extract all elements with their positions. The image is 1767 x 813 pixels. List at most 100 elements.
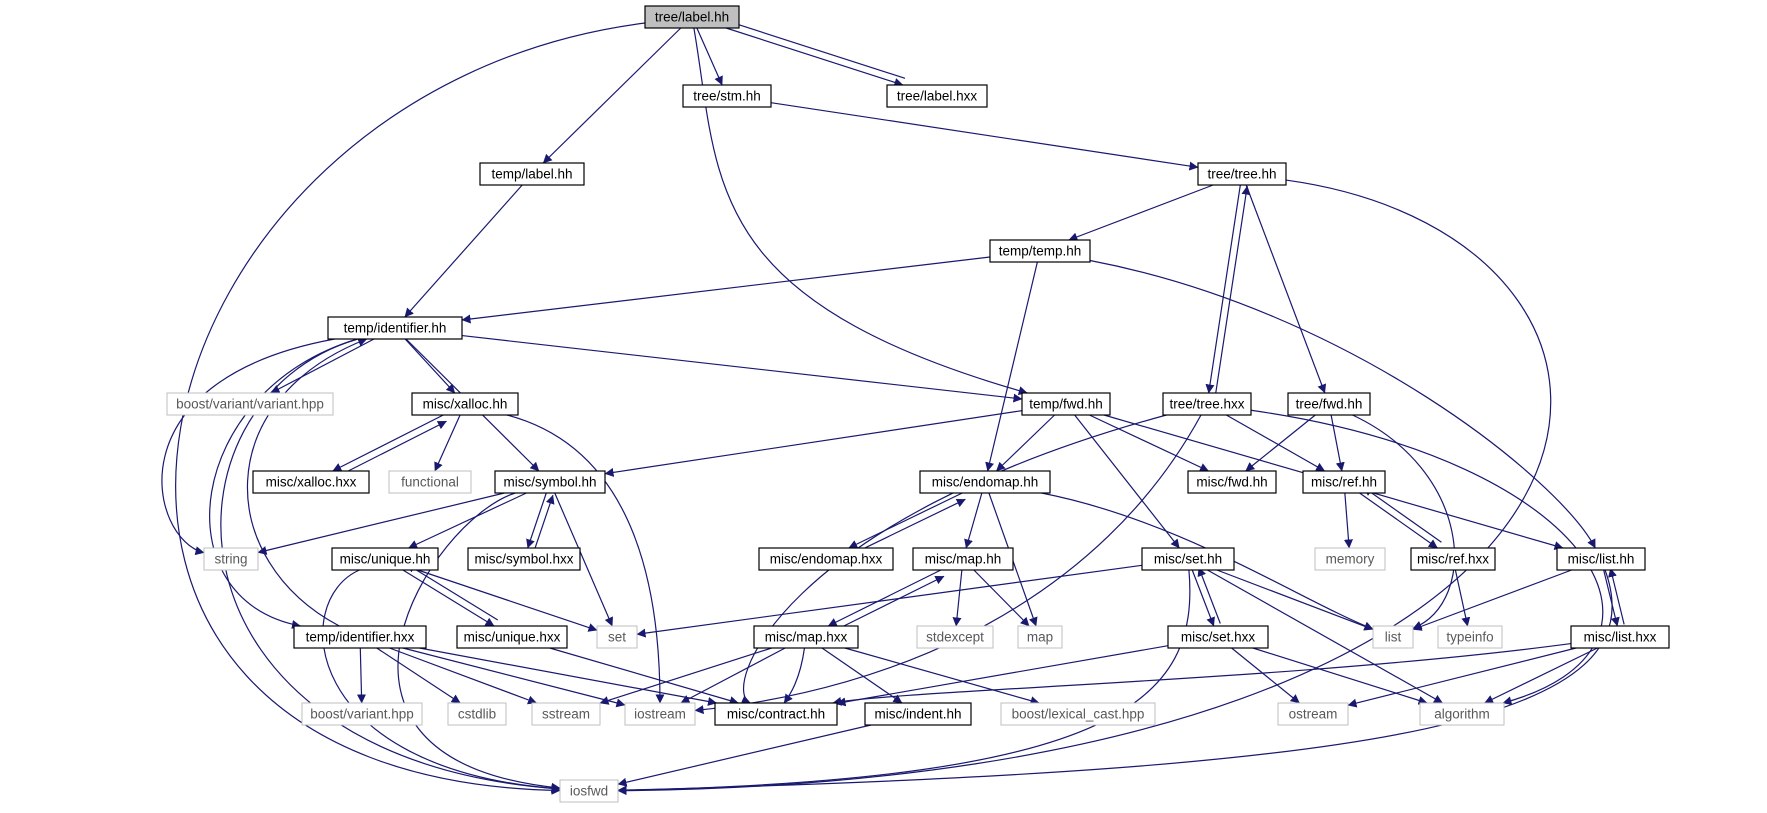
edge-misc_list_hh-to-misc_list_hxx: [1603, 569, 1620, 627]
node-tree_fwd_hh[interactable]: tree/fwd.hh: [1287, 392, 1371, 416]
edge-tree_tree_hxx-to-tree_tree_hh: [1214, 185, 1251, 395]
node-tree_stm_hh[interactable]: tree/stm.hh: [682, 84, 772, 108]
edge-temp_identifier_hxx-to-misc_contract_hh: [419, 647, 718, 706]
node-misc_list_hh[interactable]: misc/list.hh: [1556, 547, 1646, 571]
node-temp_temp_hh[interactable]: temp/temp.hh: [989, 239, 1091, 263]
node-box: [327, 316, 463, 340]
node-misc_fwd_hh[interactable]: misc/fwd.hh: [1187, 470, 1277, 494]
node-misc_symbol_hh[interactable]: misc/symbol.hh: [494, 470, 606, 494]
node-label: misc/set.hxx: [1181, 630, 1256, 645]
node-list: list: [1372, 625, 1414, 649]
node-misc_set_hh[interactable]: misc/set.hh: [1141, 547, 1235, 571]
node-box: [293, 625, 427, 649]
node-box: [1372, 625, 1414, 649]
node-label: misc/indent.hh: [874, 707, 961, 722]
node-label: misc/list.hxx: [1584, 630, 1657, 645]
node-misc_map_hh[interactable]: misc/map.hh: [912, 547, 1014, 571]
edge-temp_identifier_hh-to-string: [161, 338, 335, 556]
edge-misc_unique_hh-to-iosfwd: [322, 569, 561, 793]
node-misc_xalloc_hh[interactable]: misc/xalloc.hh: [411, 392, 519, 416]
edge-temp_identifier_hh-to-temp_fwd_hh: [461, 334, 1023, 403]
node-temp_fwd_hh[interactable]: temp/fwd.hh: [1021, 392, 1111, 416]
edge-misc_set_hh-to-list: [1216, 569, 1374, 631]
node-box: [1419, 702, 1505, 726]
nodes-layer: tree/label.hh tree/stm.hh tree/label.hxx te…: [166, 5, 1670, 803]
node-misc_unique_hxx[interactable]: misc/unique.hxx: [456, 625, 568, 649]
node-box: [531, 702, 601, 726]
edge-misc_set_hh-to-set: [636, 564, 1143, 638]
node-misc_indent_hh[interactable]: misc/indent.hh: [864, 702, 972, 726]
node-tree_label_hh[interactable]: tree/label.hh: [644, 5, 740, 29]
node-misc_set_hxx[interactable]: misc/set.hxx: [1167, 625, 1269, 649]
edge-misc_map_hxx-to-sstream: [599, 647, 772, 705]
edge-temp_fwd_hh-to-misc_set_hh: [1074, 414, 1180, 549]
node-label: tree/fwd.hh: [1296, 397, 1363, 412]
node-misc_ref_hxx[interactable]: misc/ref.hxx: [1410, 547, 1496, 571]
node-box: [624, 702, 696, 726]
edge-misc_map_hxx-to-boost_lexical_cast_hpp: [844, 647, 1040, 706]
edge-misc_unique_hh-to-set: [417, 569, 598, 632]
edge-temp_identifier_hxx-to-cstdlib: [376, 647, 461, 704]
node-tree_tree_hh[interactable]: tree/tree.hh: [1197, 162, 1287, 186]
node-label: misc/unique.hxx: [464, 630, 561, 645]
node-box: [758, 547, 894, 571]
node-misc_ref_hh[interactable]: misc/ref.hh: [1302, 470, 1386, 494]
edge-tree_fwd_hh-to-misc_fwd_hh: [1245, 414, 1316, 472]
node-functional: functional: [388, 470, 472, 494]
node-box: [252, 470, 370, 494]
node-label: tree/stm.hh: [693, 89, 761, 104]
node-label: misc/symbol.hxx: [474, 552, 573, 567]
node-temp_identifier_hh[interactable]: temp/identifier.hh: [327, 316, 463, 340]
edge-temp_label_hh-to-temp_identifier_hh: [404, 184, 523, 318]
node-temp_label_hh[interactable]: temp/label.hh: [479, 162, 585, 186]
node-temp_identifier_hxx[interactable]: temp/identifier.hxx: [293, 625, 427, 649]
edge-misc_ref_hxx-to-misc_ref_hh: [1363, 486, 1442, 543]
node-label: temp/fwd.hh: [1029, 397, 1103, 412]
node-boost_lexical_cast_hpp: boost/lexical_cast.hpp: [1000, 702, 1156, 726]
node-misc_map_hxx[interactable]: misc/map.hxx: [753, 625, 859, 649]
edge-misc_map_hxx-to-iostream: [680, 647, 786, 704]
edge-misc_list_hxx-to-algorithm: [1484, 647, 1598, 704]
node-label: list: [1385, 630, 1402, 645]
node-label: iostream: [634, 707, 686, 722]
node-misc_xalloc_hxx[interactable]: misc/xalloc.hxx: [252, 470, 370, 494]
node-misc_list_hxx[interactable]: misc/list.hxx: [1570, 625, 1670, 649]
node-label: sstream: [542, 707, 590, 722]
node-label: misc/map.hxx: [765, 630, 848, 645]
node-label: temp/identifier.hh: [344, 321, 447, 336]
node-box: [1197, 162, 1287, 186]
edge-misc_set_hxx-to-ostream: [1231, 647, 1300, 704]
node-cstdlib: cstdlib: [447, 702, 507, 726]
node-algorithm: algorithm: [1419, 702, 1505, 726]
node-box: [1410, 547, 1496, 571]
node-misc_unique_hh[interactable]: misc/unique.hh: [331, 547, 439, 571]
node-label: stdexcept: [926, 630, 984, 645]
edge-misc_list_hh-to-list: [1412, 569, 1572, 631]
node-label: misc/list.hh: [1568, 552, 1635, 567]
node-box: [1570, 625, 1670, 649]
edge-temp_temp_hh-to-temp_identifier_hh: [461, 256, 991, 324]
node-box: [916, 625, 994, 649]
edge-misc_endomap_hh-to-misc_map_hh: [964, 492, 983, 549]
edge-tree_tree_hxx-to-misc_contract_hh: [740, 414, 1167, 704]
edge-misc_ref_hh-to-memory: [1343, 492, 1353, 549]
node-label: algorithm: [1434, 707, 1490, 722]
edge-temp_identifier_hh-to-iosfwd: [220, 338, 561, 793]
node-tree_label_hxx[interactable]: tree/label.hxx: [886, 84, 988, 108]
node-misc_endomap_hxx[interactable]: misc/endomap.hxx: [758, 547, 894, 571]
edge-temp_identifier_hh-to-boost_variant_variant_hpp: [270, 338, 375, 394]
edge-misc_list_hxx-to-misc_list_hh: [1608, 567, 1625, 625]
node-typeinfo: typeinfo: [1437, 625, 1503, 649]
node-misc_contract_hh[interactable]: misc/contract.hh: [714, 702, 838, 726]
node-misc_symbol_hxx[interactable]: misc/symbol.hxx: [467, 547, 581, 571]
edge-misc_map_hh-to-misc_map_hxx: [827, 569, 942, 627]
edge-misc_indent_hh-to-iosfwd: [617, 724, 872, 787]
node-box: [331, 547, 439, 571]
node-box: [864, 702, 972, 726]
node-tree_tree_hxx[interactable]: tree/tree.hxx: [1162, 392, 1252, 416]
edge-misc_symbol_hh-to-set: [554, 492, 613, 627]
node-box: [1556, 547, 1646, 571]
node-label: tree/label.hxx: [897, 89, 978, 104]
node-misc_endomap_hh[interactable]: misc/endomap.hh: [919, 470, 1051, 494]
node-ostream: ostream: [1277, 702, 1349, 726]
